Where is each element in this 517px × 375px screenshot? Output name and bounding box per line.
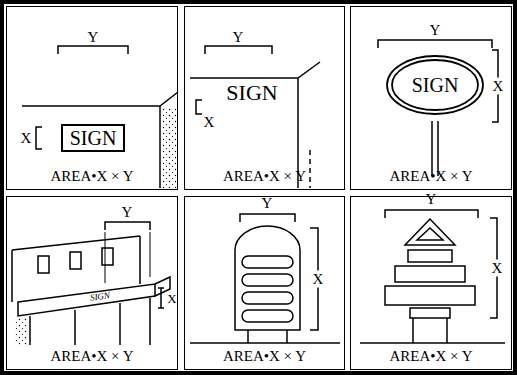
sign-panel: AREA•X × Y xyxy=(6,196,178,370)
dimension-label: X xyxy=(21,131,32,146)
dimension-label: Y xyxy=(233,30,244,45)
area-formula: AREA•X × Y xyxy=(351,168,511,185)
sign-lettering: SIGN xyxy=(226,82,277,104)
area-formula: AREA•X × Y xyxy=(185,168,344,185)
sign-text: SIGN xyxy=(70,127,117,149)
area-formula: AREA•X × Y xyxy=(7,348,177,365)
area-formula: AREA•X × Y xyxy=(185,348,344,365)
sign-panel: AREA•X × Y xyxy=(350,196,512,370)
sign-lettering: SIGN xyxy=(89,291,110,303)
dimension-label: X xyxy=(491,260,504,277)
dimension-label: Y xyxy=(262,196,273,211)
dimension-label: X xyxy=(312,271,325,288)
dimension-label: X xyxy=(492,78,505,95)
dimension-label: Y xyxy=(430,23,441,38)
dimension-label: X xyxy=(204,115,215,130)
dimension-label: X xyxy=(167,292,176,305)
dimension-label: Y xyxy=(88,30,99,45)
sign-box: SIGN xyxy=(61,124,126,152)
dimension-label: Y xyxy=(122,205,133,220)
area-formula: AREA•X × Y xyxy=(7,168,177,185)
sign-text: SIGN xyxy=(412,74,459,97)
oval-sign: SIGN xyxy=(385,54,485,116)
area-formula: AREA•X × Y xyxy=(351,348,511,365)
dimension-label: Y xyxy=(426,192,437,207)
